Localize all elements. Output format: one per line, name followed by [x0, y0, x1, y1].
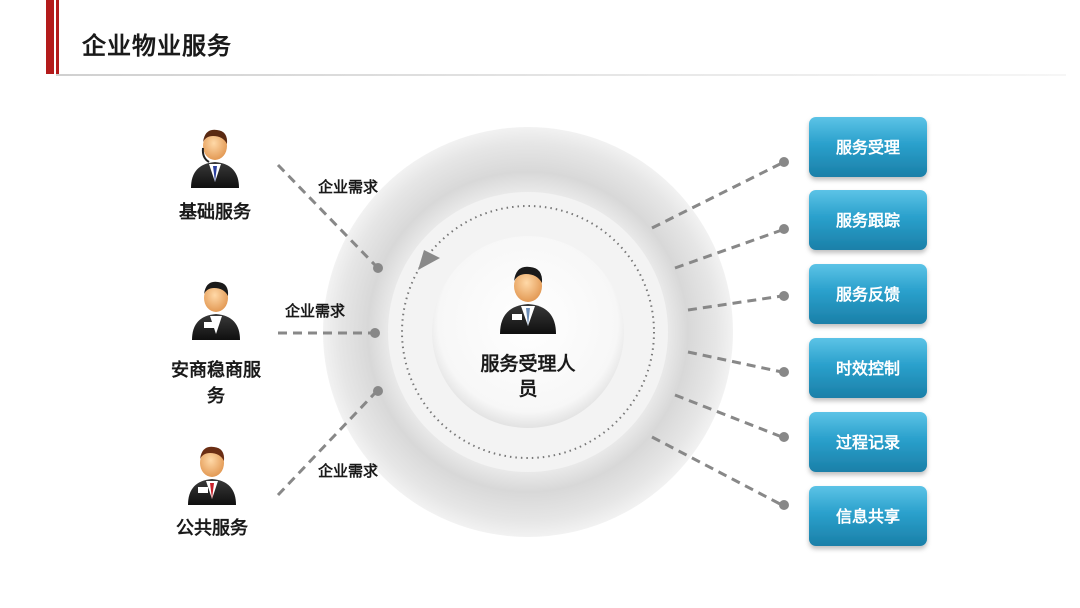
- person-icon-public: [188, 446, 236, 505]
- service-label-6: 信息共享: [836, 507, 900, 526]
- service-label-3: 服务反馈: [836, 285, 900, 304]
- person-icon-business: [192, 281, 240, 340]
- title-accent-bar: [46, 0, 59, 74]
- dotted-orbit: [401, 205, 655, 459]
- service-box-3[interactable]: 服务反馈: [809, 264, 927, 324]
- provider-label-public: 公共服务: [176, 517, 249, 539]
- service-label-4: 时效控制: [836, 359, 900, 378]
- left-connector-dots: [370, 263, 383, 396]
- service-box-1[interactable]: 服务受理: [809, 117, 927, 177]
- service-label-2: 服务跟踪: [836, 211, 900, 230]
- left-connectors: [276, 163, 377, 497]
- need-label-3: 企业需求: [317, 462, 379, 480]
- provider-label-business-2: 务: [207, 385, 226, 407]
- need-label-2: 企业需求: [284, 302, 346, 320]
- title-divider: [56, 74, 1066, 76]
- service-box-2[interactable]: 服务跟踪: [809, 190, 927, 250]
- page-title: 企业物业服务: [82, 32, 232, 60]
- provider-label-basic: 基础服务: [178, 201, 252, 223]
- need-label-1: 企业需求: [317, 178, 379, 196]
- center-label-line1: 服务受理人: [480, 352, 576, 375]
- provider-label-business-1: 安商稳商服: [171, 359, 262, 381]
- service-label-5: 过程记录: [836, 433, 900, 452]
- person-icon-center: [500, 266, 556, 334]
- service-box-4[interactable]: 时效控制: [809, 338, 927, 398]
- service-box-6[interactable]: 信息共享: [809, 486, 927, 546]
- orbit-arrow: [418, 250, 440, 270]
- service-label-1: 服务受理: [836, 138, 900, 157]
- center-label-line2: 员: [518, 378, 537, 400]
- right-connector-dots: [779, 157, 789, 510]
- person-icon-basic: [191, 129, 239, 188]
- right-connectors: [651, 161, 783, 507]
- service-box-5[interactable]: 过程记录: [809, 412, 927, 472]
